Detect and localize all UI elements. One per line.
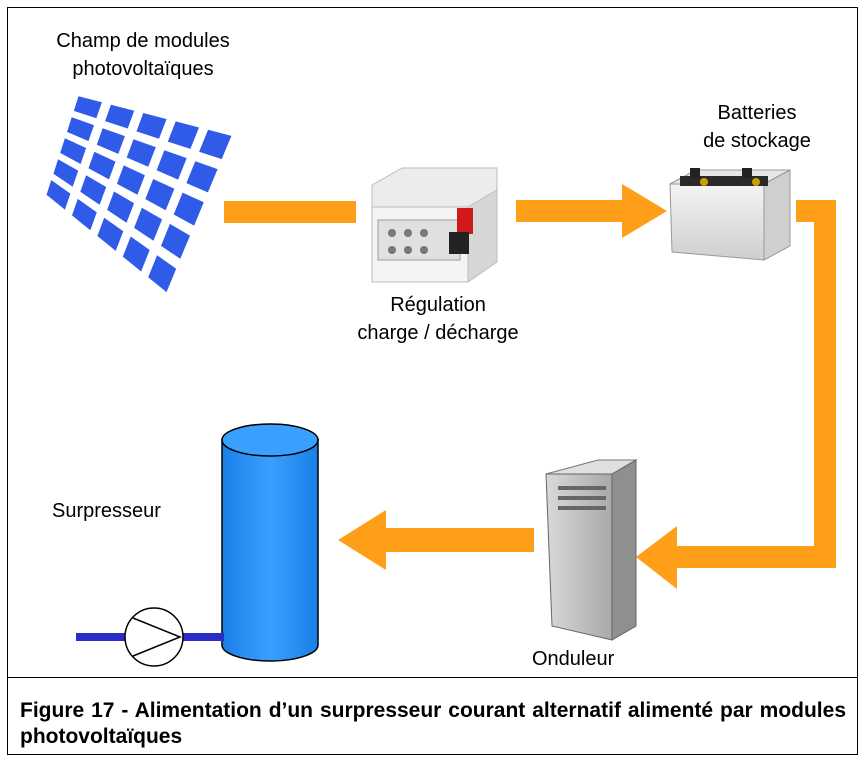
solar-cell [88,151,116,180]
label-regulation: Régulation charge / décharge [320,291,556,347]
solar-cell [167,121,199,149]
pump-icon [76,607,224,667]
label-batteries: Batteries de stockage [668,99,846,155]
flow-arrow-regulator-to-batteries [516,184,667,238]
figure-caption: Figure 17 - Alimentation d’un surpresseu… [20,699,846,748]
solar-cell [156,150,187,180]
flow-arrow-batteries-to-onduleur [636,200,836,589]
caption-divider [7,677,858,678]
solar-cell [199,129,232,160]
figure-frame [7,7,858,755]
solar-cell [161,223,190,259]
solar-cell [53,159,79,187]
solar-panel-icon [42,92,238,300]
solar-cell [145,179,175,211]
solar-cell [105,104,135,129]
label-panels: Champ de modules photovoltaïques [20,27,266,83]
solar-cell [134,207,163,241]
flow-arrow-onduleur-to-surpresseur [338,510,534,570]
label-panels-line2: photovoltaïques [72,58,214,80]
label-panels-line1: Champ de modules [56,30,230,52]
solar-cell [73,96,102,119]
solar-cell [136,113,167,139]
flow-arrow-panel-to-regulator [224,201,356,223]
solar-cell [72,198,97,231]
solar-cell [96,128,125,154]
label-surpresseur: Surpresseur [52,500,161,522]
label-batteries-line2: de stockage [703,130,811,152]
solar-cell [126,139,156,167]
onduleur-icon [545,459,638,641]
solar-cell [116,165,145,195]
solar-cell [186,161,218,193]
solar-cell [173,192,204,226]
charge-regulator-icon [371,167,498,283]
label-regulation-line1: Régulation [390,294,486,316]
solar-cell [122,236,150,272]
solar-cell [60,138,87,164]
battery-icon [669,168,791,261]
solar-cell [148,255,177,293]
solar-cell [97,217,124,251]
label-onduleur: Onduleur [532,648,615,670]
label-batteries-line1: Batteries [717,102,797,124]
pressure-tank-icon [221,423,319,662]
solar-cell [80,175,107,205]
solar-cell [46,180,71,210]
solar-cell [107,191,135,223]
label-regulation-line2: charge / décharge [357,322,519,344]
solar-cell [67,117,94,142]
